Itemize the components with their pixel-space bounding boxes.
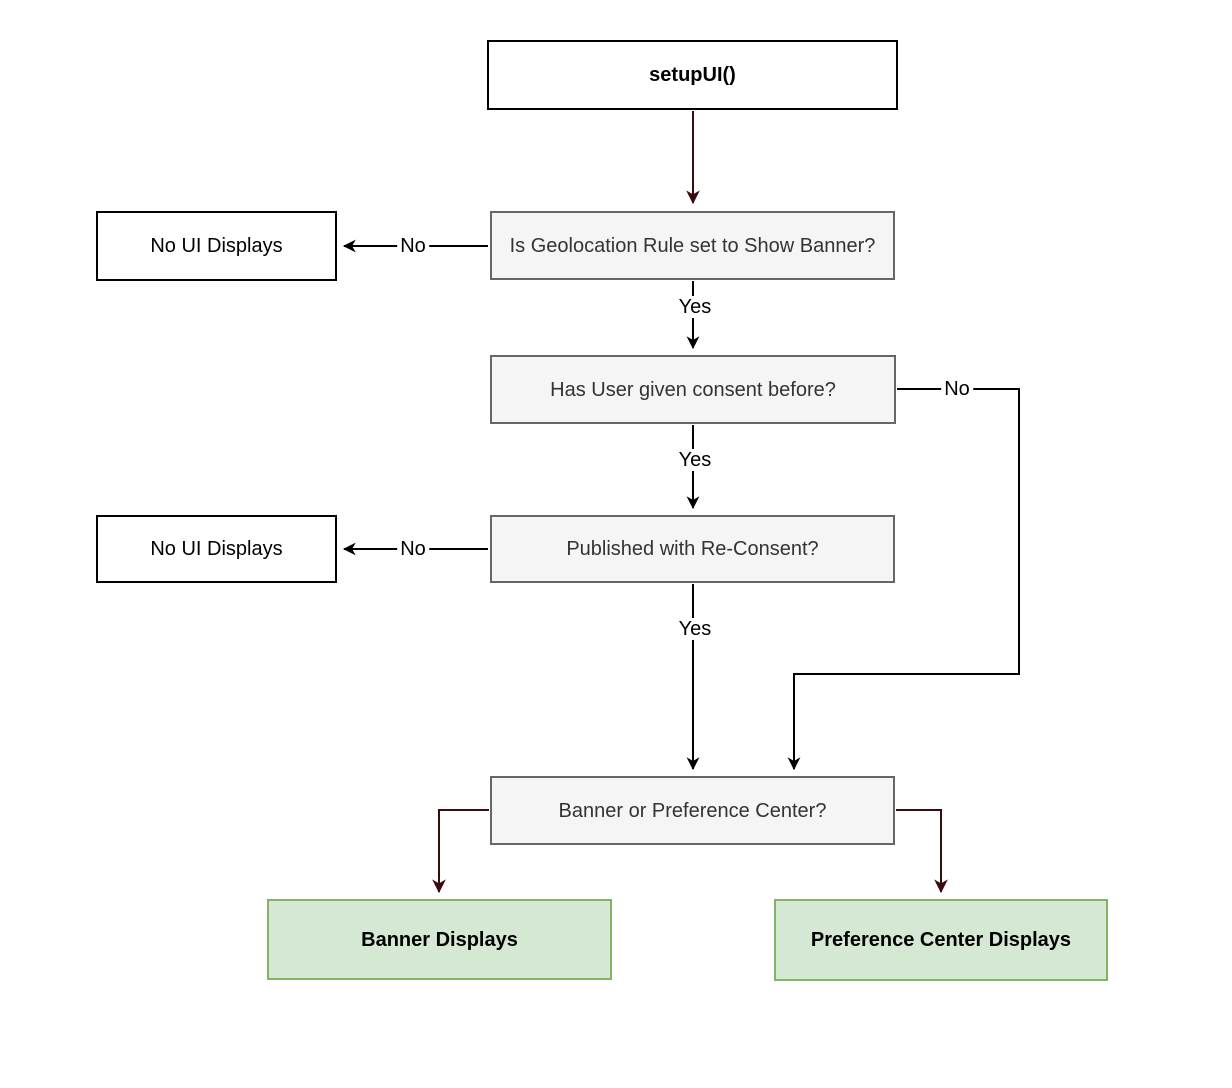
- node-banner-displays: Banner Displays: [267, 899, 612, 980]
- edge-label-reconsent-yes: Yes: [675, 618, 715, 640]
- node-geolocation-rule-question: Is Geolocation Rule set to Show Banner?: [490, 211, 895, 280]
- edge-label-consent-no: No: [941, 378, 973, 400]
- node-setupui: setupUI(): [487, 40, 898, 110]
- node-banner-or-preference-center-question: Banner or Preference Center?: [490, 776, 895, 845]
- node-no-ui-displays-middle: No UI Displays: [96, 515, 337, 583]
- edge-label-geolocation-yes: Yes: [675, 296, 715, 318]
- node-consent-before-question: Has User given consent before?: [490, 355, 896, 424]
- edge-consent-no: [787, 388, 1020, 771]
- node-published-reconsent-question: Published with Re-Consent?: [490, 515, 895, 583]
- edge-label-consent-yes: Yes: [675, 449, 715, 471]
- node-preference-center-displays: Preference Center Displays: [774, 899, 1108, 981]
- edge-to-banner-displays: [432, 809, 489, 894]
- node-no-ui-displays-top: No UI Displays: [96, 211, 337, 281]
- edge-to-preference-center-displays: [896, 809, 948, 894]
- edge-label-reconsent-no: No: [397, 538, 429, 560]
- edge-label-geolocation-no: No: [397, 235, 429, 257]
